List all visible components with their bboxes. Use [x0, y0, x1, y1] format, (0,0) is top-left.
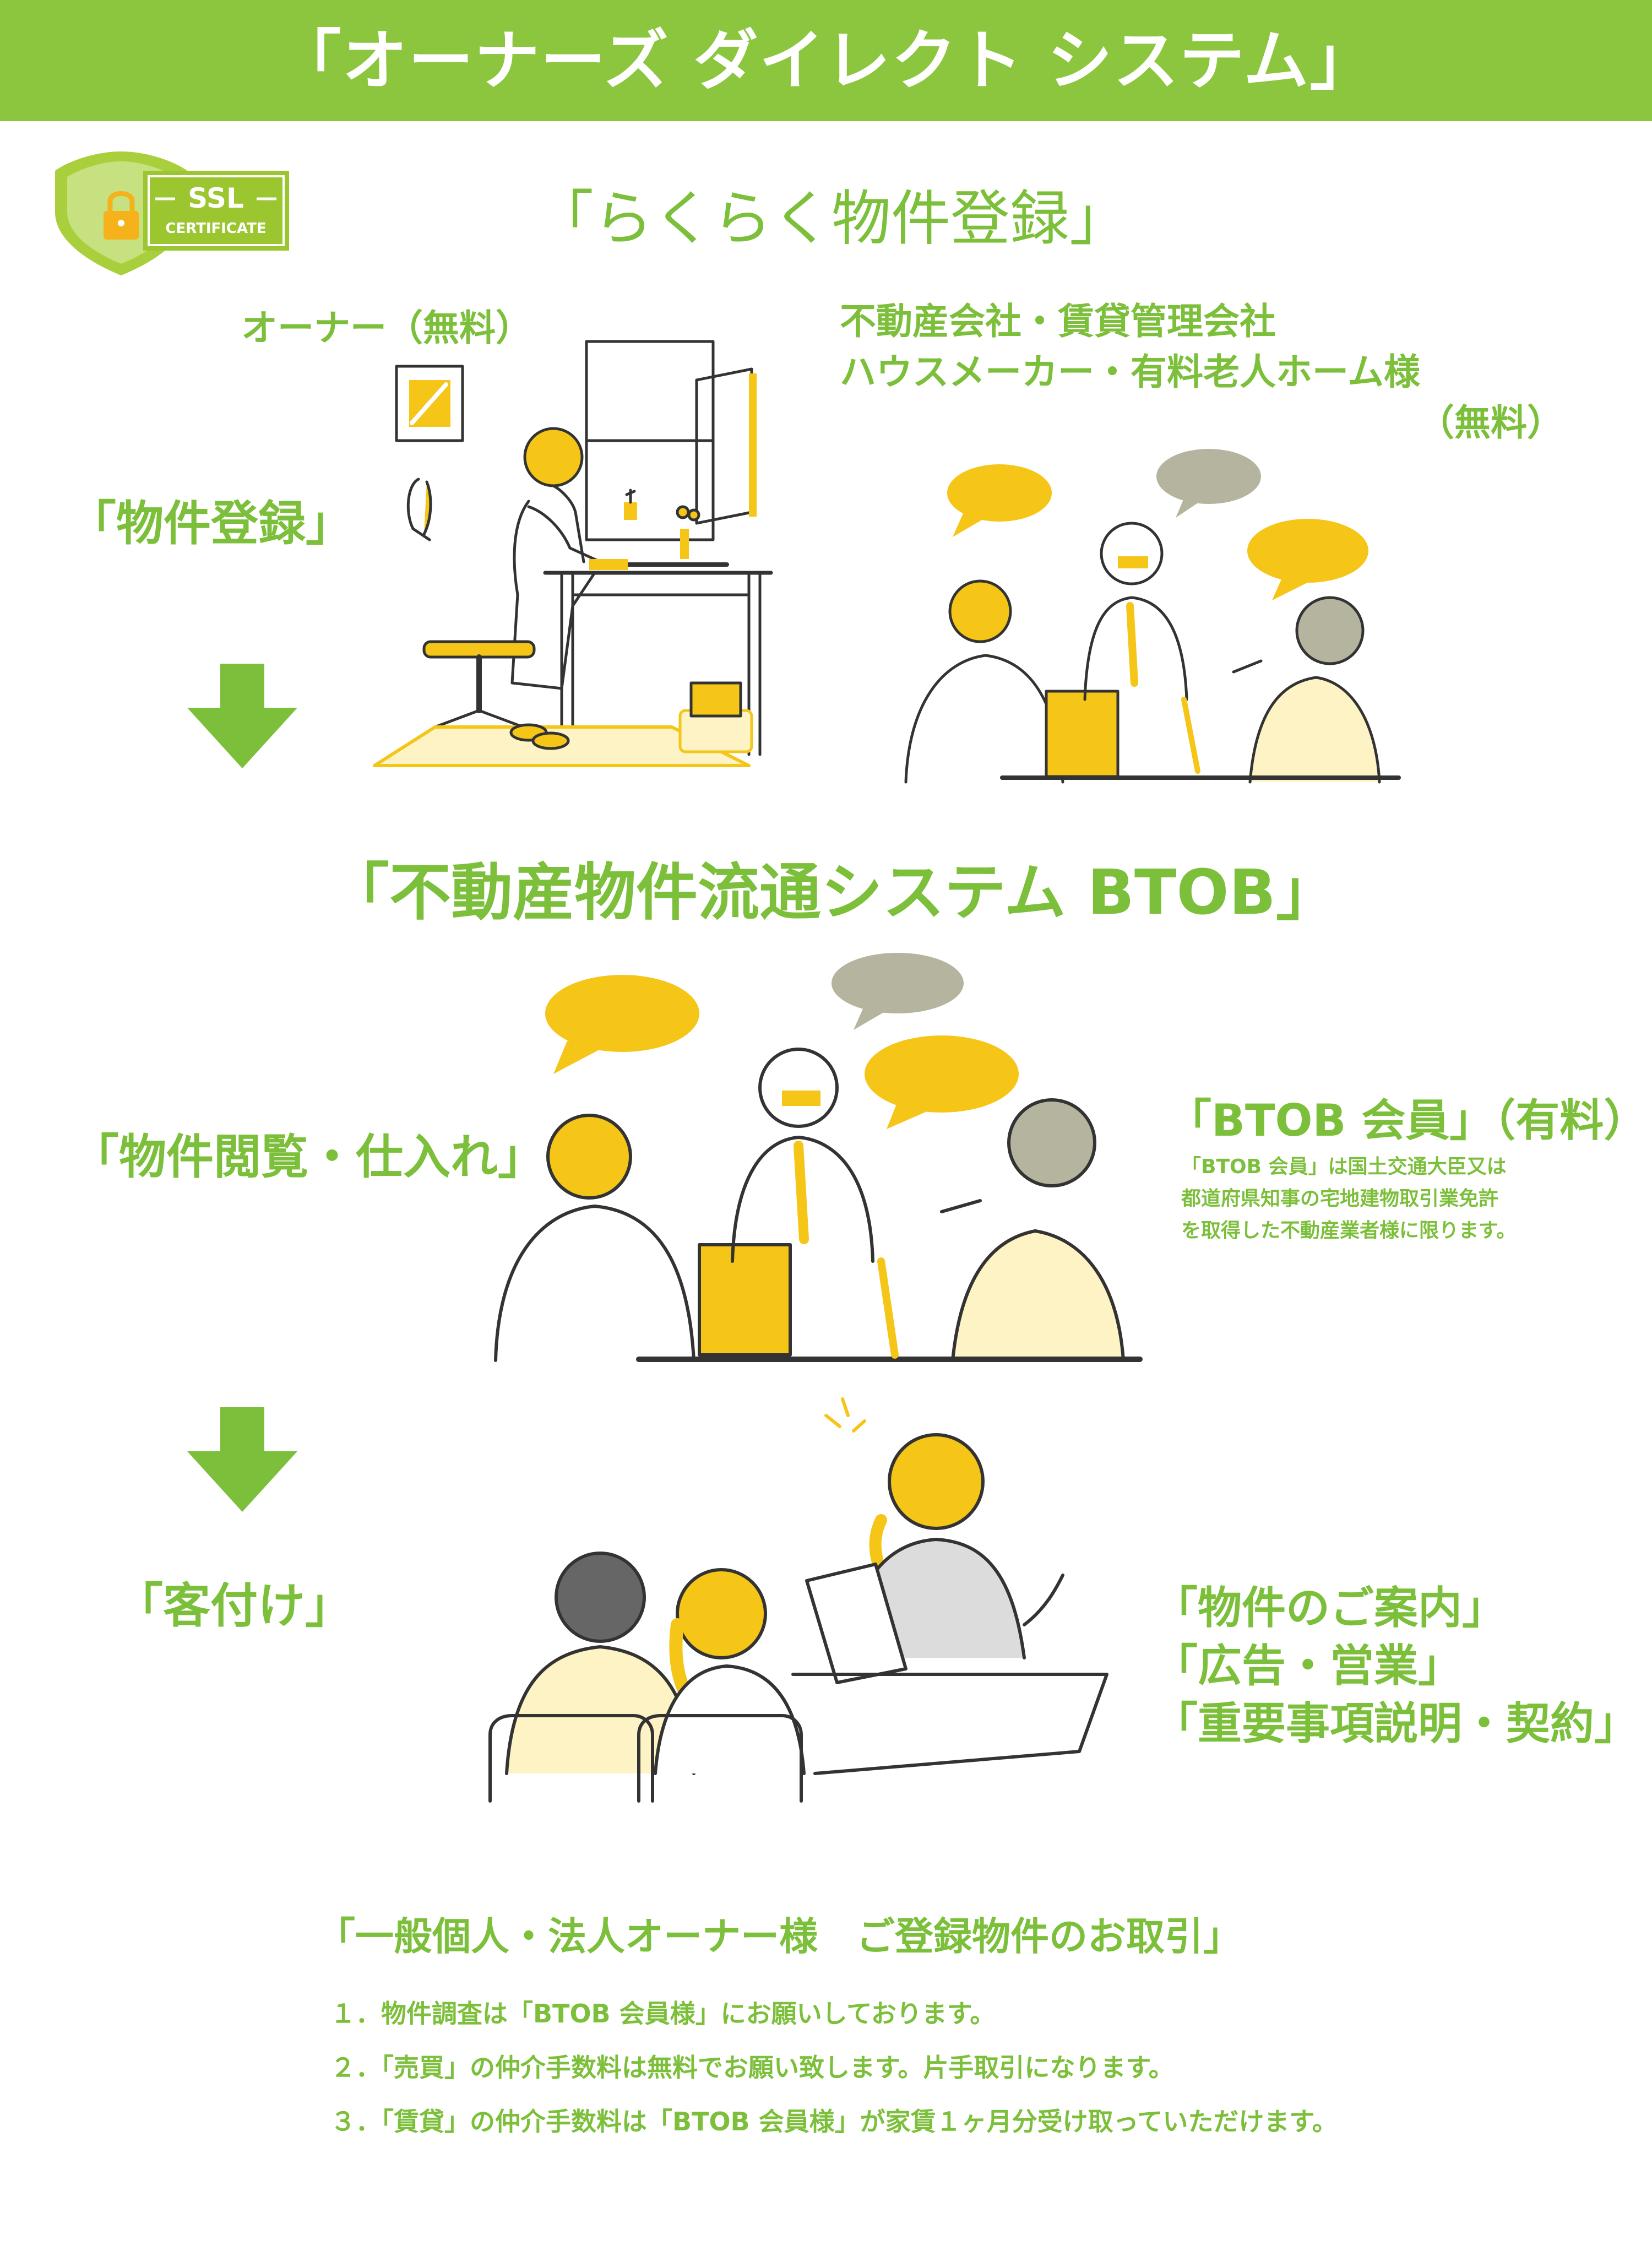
ssl-certificate-badge: SSL CERTIFICATE: [55, 151, 289, 275]
btob-member-title: 「BTOB 会員」（有料）: [1167, 1095, 1648, 1146]
transaction-item-3: ３．「賃貸」の仲介手数料は「BTOB 会員様」が家賃１ヶ月分受け取っていただけま…: [330, 2107, 1338, 2136]
companies-line-1: 不動産会社・賃貸管理会社: [840, 300, 1276, 343]
down-arrow-icon: [187, 664, 297, 768]
page-title: 「オーナーズ ダイレクト システム」: [276, 23, 1376, 99]
easy-registration-title: 「らくらく物件登録」: [534, 185, 1129, 253]
transaction-item-1: １．物件調査は「BTOB 会員様」にお願いしております。: [330, 1999, 996, 2028]
owner-desk-illustration: [373, 340, 773, 767]
company-meeting-illustration: [904, 449, 1401, 784]
customer-consultation-illustration: [488, 1397, 1108, 1803]
lock-icon: [104, 191, 139, 240]
service-advertising: 「広告・営業」: [1154, 1640, 1462, 1691]
service-guidance: 「物件のご案内」: [1154, 1582, 1506, 1634]
companies-line-2: ハウスメーカー・有料老人ホーム様: [840, 351, 1421, 393]
step-browse-purchase: 「物件閲覧・仕入れ」: [72, 1130, 545, 1185]
btob-system-title: 「不動産物件流通システム BTOB」: [328, 857, 1338, 929]
btob-meeting-illustration: [494, 953, 1143, 1362]
btob-member-note-2: 都道府県知事の宅地建物取引業免許: [1181, 1187, 1499, 1210]
transactions-title: 「一般個人・法人オーナー様 ご登録物件のお取引」: [317, 1914, 1242, 1959]
owner-label: オーナー（無料）: [241, 307, 532, 349]
service-contract: 「重要事項説明・契約」: [1154, 1698, 1638, 1749]
down-arrow-icon: [187, 1407, 297, 1512]
ssl-text: SSL: [188, 182, 244, 214]
companies-line-3: （無料）: [1418, 402, 1563, 444]
btob-member-note-3: を取得した不動産業者様に限ります。: [1181, 1219, 1517, 1242]
btob-member-note-1: 「BTOB 会員」は国土交通大臣又は: [1181, 1156, 1507, 1178]
header-bar: [0, 0, 1652, 121]
transaction-item-2: ２．「売買」の仲介手数料は無料でお願い致します。片手取引になります。: [330, 2053, 1174, 2082]
step-property-registration: 「物件登録」: [69, 496, 353, 551]
certificate-text: CERTIFICATE: [165, 220, 266, 237]
step-customer: 「客付け」: [116, 1578, 352, 1634]
